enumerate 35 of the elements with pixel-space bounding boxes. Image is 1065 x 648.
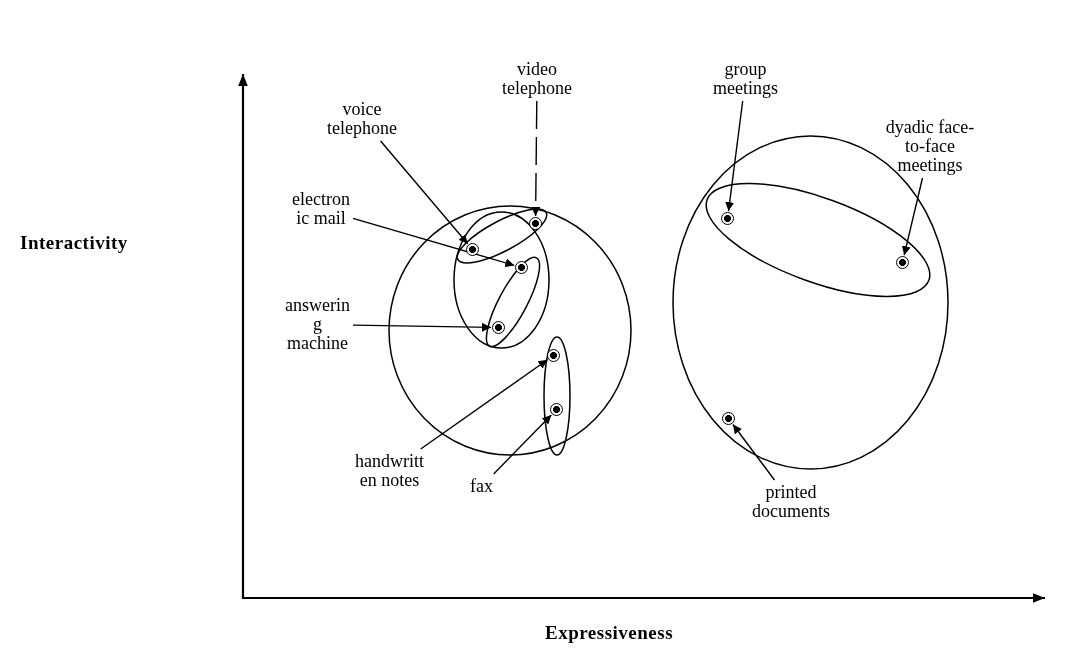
leader-arrow (493, 414, 552, 475)
grouping-ellipse (453, 211, 550, 349)
leader-arrow (531, 100, 541, 217)
data-point-marker (529, 217, 542, 230)
leader-arrow (725, 100, 744, 212)
callout-label: group meetings (713, 60, 778, 98)
leader-arrow (732, 423, 776, 481)
data-point-marker (515, 261, 528, 274)
grouping-ellipse (484, 256, 542, 348)
callout-label: handwritt en notes (355, 452, 424, 490)
leader-arrow (379, 140, 469, 245)
leader-arrow (420, 359, 549, 450)
callout-label: electron ic mail (292, 190, 350, 228)
axis-label: Expressiveness (545, 622, 674, 644)
grouping-ellipse (388, 205, 632, 456)
callout-label: dyadic face-to-face meetings (880, 118, 980, 175)
grouping-ellipse (543, 336, 571, 456)
grouping-ellipse (456, 208, 548, 264)
grouping-ellipse (703, 182, 933, 298)
data-point-marker (721, 212, 734, 225)
callout-label: answerin g machine (285, 296, 350, 353)
leader-arrow (352, 322, 492, 332)
data-point-marker (896, 256, 909, 269)
data-point-marker (550, 403, 563, 416)
data-point-marker (466, 243, 479, 256)
leader-arrow (352, 217, 515, 268)
callout-label: voice telephone (327, 100, 397, 138)
data-point-marker (722, 412, 735, 425)
callout-label: video telephone (502, 60, 572, 98)
data-point-marker (547, 349, 560, 362)
callout-label: fax (470, 477, 493, 496)
data-point-marker (492, 321, 505, 334)
axis-label: Interactivity (20, 232, 128, 254)
leader-arrow (901, 177, 924, 256)
callout-label: printed documents (752, 483, 830, 521)
